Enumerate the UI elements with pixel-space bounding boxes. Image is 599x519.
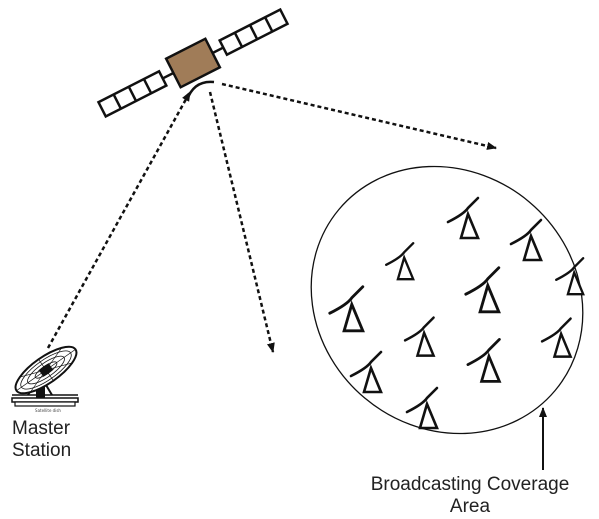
receiving-antenna-icon (405, 386, 439, 430)
master-station-label-line1: Master (12, 418, 71, 439)
coverage-area-ellipse (310, 165, 584, 435)
receiving-antenna-icon (540, 317, 573, 358)
receiving-antennas (328, 196, 585, 430)
right-solar-panel (217, 7, 290, 57)
left-solar-panel (96, 69, 169, 119)
receiving-antenna-icon (555, 257, 585, 296)
dish-caption: Satellite dish (35, 408, 61, 413)
receiving-antenna-icon (403, 316, 436, 357)
downlink-arrow-left (208, 91, 275, 353)
receiving-antenna-icon (466, 338, 502, 383)
receiving-antenna-icon (328, 285, 365, 333)
satellite-dish-icon (11, 345, 79, 407)
satellite-antenna-icon (185, 80, 215, 101)
coverage-area-label-line2: Area (449, 496, 491, 517)
satellite-body (164, 37, 222, 89)
master-station-label: Master Station (12, 418, 102, 462)
uplink-arrow (46, 91, 192, 349)
downlink-arrow-top (221, 82, 497, 150)
receiving-antenna-icon (385, 242, 415, 281)
receiving-antenna-icon (349, 350, 383, 394)
master-station-label-line2: Station (12, 440, 72, 461)
receiving-antenna-icon (446, 196, 480, 240)
receiving-antenna-icon (509, 218, 543, 262)
receiving-antenna-icon (464, 266, 501, 314)
coverage-area-label: Broadcasting Coverage Area (350, 474, 590, 518)
satellite-icon (96, 7, 290, 119)
coverage-area-label-line1: Broadcasting Coverage (370, 474, 570, 495)
